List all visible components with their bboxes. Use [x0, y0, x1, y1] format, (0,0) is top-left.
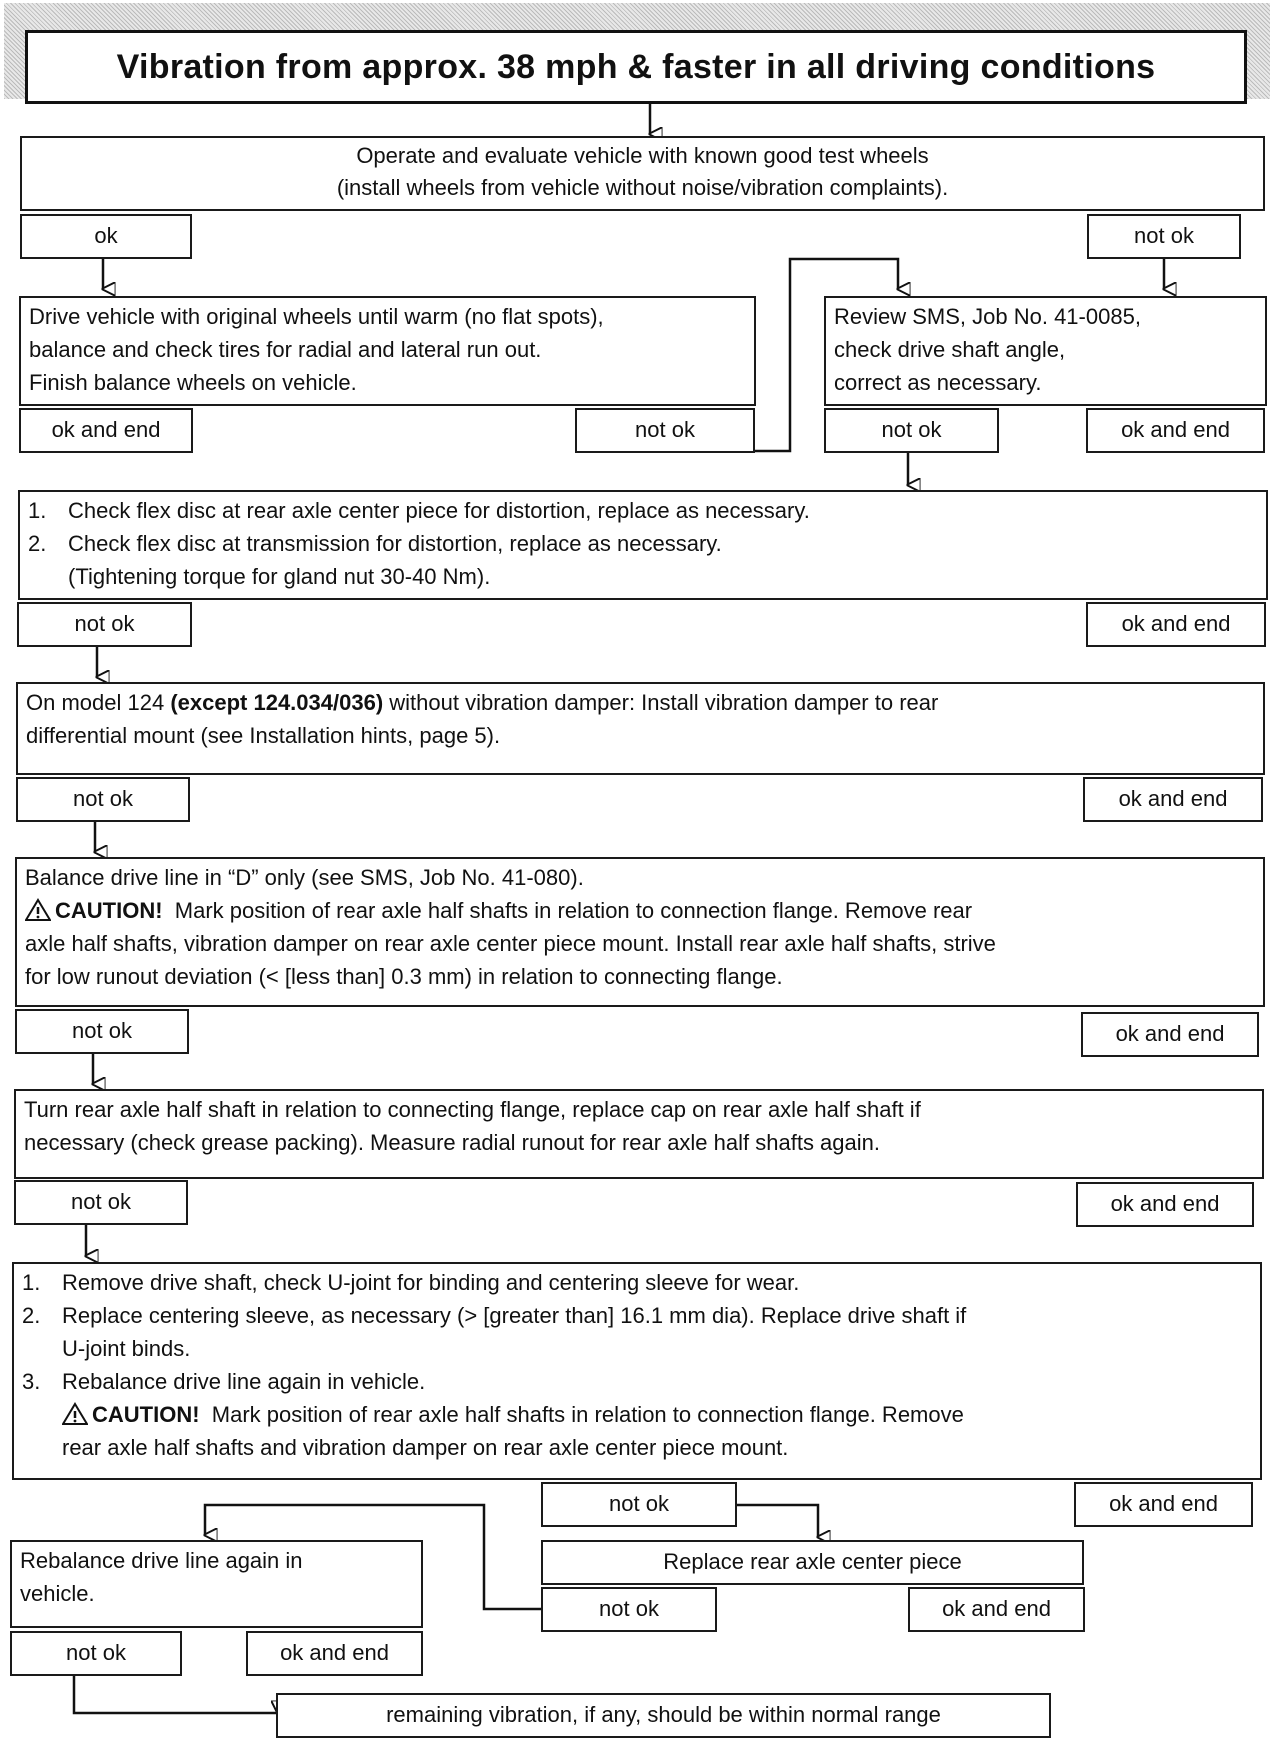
step7-okend-label: ok and end: [1074, 1482, 1253, 1527]
step8a-notok-label: not ok: [10, 1631, 182, 1676]
step5-okend-label: ok and end: [1081, 1012, 1259, 1057]
step7-item2-text: Replace centering sleeve, as necessary (…: [62, 1303, 967, 1328]
step5-line2: CAUTION! Mark position of rear axle half…: [25, 894, 1255, 927]
step8a-line1: Rebalance drive line again in: [20, 1548, 303, 1573]
step2b-okend-label: ok and end: [1086, 408, 1265, 453]
step4-prefix: On model 124: [26, 690, 165, 715]
step3-okend-label: ok and end: [1086, 602, 1266, 647]
arrow-step2a-notok: [700, 257, 898, 453]
page-title: Vibration from approx. 38 mph & faster i…: [25, 30, 1247, 104]
step4-notok-label: not ok: [16, 777, 190, 822]
step3-notok-label: not ok: [17, 602, 192, 647]
step2a-okend-label: ok and end: [19, 408, 193, 453]
step5-line2-text: Mark position of rear axle half shafts i…: [174, 898, 973, 923]
step2b-box: Review SMS, Job No. 41-0085, check drive…: [824, 296, 1267, 406]
warning-icon: [62, 1402, 88, 1425]
step8b-box: Replace rear axle center piece: [541, 1540, 1084, 1585]
final-box: remaining vibration, if any, should be w…: [276, 1693, 1051, 1738]
step5-line4: for low runout deviation (< [less than] …: [25, 964, 783, 989]
step5-caution: CAUTION!: [55, 898, 163, 923]
arrow-step8b-notok: [205, 1503, 542, 1611]
step3-num1: 1.: [28, 498, 47, 523]
step3-box: 1. Check flex disc at rear axle center pi…: [18, 490, 1268, 600]
step7-item3-text: Rebalance drive line again in vehicle.: [62, 1369, 426, 1394]
step7-item3b-text: Mark position of rear axle half shafts i…: [211, 1402, 964, 1427]
step3-num2: 2.: [28, 531, 47, 556]
step8b-okend-label: ok and end: [908, 1587, 1085, 1632]
step3-item2: 2. Check flex disc at transmission for di…: [28, 527, 1258, 560]
step7-item3-caution: CAUTION! Mark position of rear axle half…: [22, 1398, 1252, 1431]
step3-item1: 1. Check flex disc at rear axle center pi…: [28, 494, 1258, 527]
warning-icon: [25, 898, 51, 921]
step3-item2-text: Check flex disc at transmission for dist…: [68, 531, 722, 556]
step2a-box: Drive vehicle with original wheels until…: [19, 296, 756, 406]
step1-line1: Operate and evaluate vehicle with known …: [356, 143, 929, 168]
step7-item2: 2. Replace centering sleeve, as necessary…: [22, 1299, 1252, 1332]
step7-num2: 2.: [22, 1303, 41, 1328]
step8a-line2: vehicle.: [20, 1581, 95, 1606]
step4-rest: without vibration damper: Install vibrat…: [389, 690, 939, 715]
step8a-okend-label: ok and end: [246, 1631, 423, 1676]
step6-notok-label: not ok: [14, 1180, 188, 1225]
step1-line2: (install wheels from vehicle without noi…: [336, 175, 949, 200]
step8b-notok-label: not ok: [541, 1587, 717, 1632]
step7-item3: 3. Rebalance drive line again in vehicle.: [22, 1365, 1252, 1398]
step6-box: Turn rear axle half shaft in relation to…: [14, 1089, 1264, 1179]
step2a-line1: Drive vehicle with original wheels until…: [29, 304, 604, 329]
step3-item1-text: Check flex disc at rear axle center piec…: [68, 498, 810, 523]
step7-notok-label: not ok: [541, 1482, 737, 1527]
step7-num3: 3.: [22, 1369, 41, 1394]
step2b-line3: correct as necessary.: [834, 370, 1042, 395]
step7-item3-cont: rear axle half shafts and vibration damp…: [62, 1435, 789, 1460]
step5-line3: axle half shafts, vibration damper on re…: [25, 931, 996, 956]
step7-item1: 1. Remove drive shaft, check U-joint for …: [22, 1266, 1252, 1299]
step5-notok-label: not ok: [15, 1009, 189, 1054]
step8a-box: Rebalance drive line again in vehicle.: [10, 1540, 423, 1628]
step1-ok-label: ok: [20, 214, 192, 259]
arrow-step8a-notok: [72, 1676, 278, 1713]
step6-okend-label: ok and end: [1076, 1182, 1254, 1227]
step2b-line1: Review SMS, Job No. 41-0085,: [834, 304, 1141, 329]
step4-line2: differential mount (see Installation hin…: [26, 723, 501, 748]
step7-item2-cont: U-joint binds.: [62, 1336, 191, 1361]
step1-box: Operate and evaluate vehicle with known …: [20, 136, 1265, 211]
step6-line1: Turn rear axle half shaft in relation to…: [24, 1097, 921, 1122]
step2a-notok-label: not ok: [575, 408, 755, 453]
step5-line1: Balance drive line in “D” only (see SMS,…: [25, 865, 584, 890]
step2b-notok-label: not ok: [824, 408, 999, 453]
step2a-line2: balance and check tires for radial and l…: [29, 337, 542, 362]
step2a-line3: Finish balance wheels on vehicle.: [29, 370, 357, 395]
step7-item1-text: Remove drive shaft, check U-joint for bi…: [62, 1270, 800, 1295]
step4-box: On model 124 (except 124.034/036) withou…: [16, 682, 1265, 775]
arrow-step7-notok-right: [737, 1503, 818, 1537]
step4-bold-model: (except 124.034/036): [170, 690, 384, 715]
step1-notok-label: not ok: [1087, 214, 1241, 259]
step4-line1: On model 124 (except 124.034/036) withou…: [26, 686, 1255, 719]
step7-num1: 1.: [22, 1270, 41, 1295]
step6-line2: necessary (check grease packing). Measur…: [24, 1130, 880, 1155]
step7-caution: CAUTION!: [92, 1402, 200, 1427]
step3-item2-note: (Tightening torque for gland nut 30-40 N…: [68, 564, 491, 589]
step4-okend-label: ok and end: [1083, 777, 1263, 822]
step5-box: Balance drive line in “D” only (see SMS,…: [15, 857, 1265, 1007]
step2b-line2: check drive shaft angle,: [834, 337, 1066, 362]
step7-box: 1. Remove drive shaft, check U-joint for …: [12, 1262, 1262, 1480]
